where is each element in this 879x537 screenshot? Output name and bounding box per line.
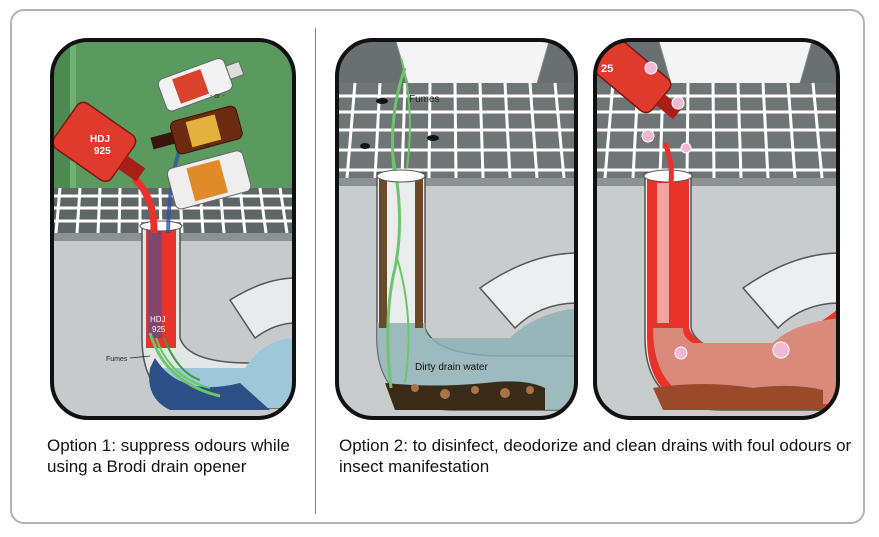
- u-pipe: [141, 222, 294, 409]
- panel-option2-treated: 25: [593, 38, 840, 420]
- panel-option2-dirty: Fumes Dirty drain water: [335, 38, 578, 420]
- bottle-label-bottom: 925: [94, 146, 111, 157]
- bottle-label: 25: [601, 63, 613, 75]
- hdj-bottle: [52, 101, 146, 183]
- or-label-1: - or -: [210, 93, 225, 100]
- option2-caption: Option 2: to disinfect, deodorize and cl…: [339, 436, 852, 476]
- or-label-2: - or -: [200, 143, 215, 150]
- tile-grid: [337, 82, 576, 179]
- dirty-water-label: Dirty drain water: [415, 362, 488, 373]
- liquor-bottle: [150, 105, 243, 155]
- panel-option1: HDJ 925 - or - - or - HDJ 925 Fumes: [50, 38, 296, 420]
- fly-icon: [360, 98, 439, 149]
- bottle-label-top: HDJ: [90, 134, 110, 145]
- fumes-label: Fumes: [106, 356, 128, 363]
- section-divider: [315, 28, 316, 514]
- spray-bottle-2: [166, 150, 252, 210]
- option1-caption: Option 1: suppress odours while using a …: [47, 436, 290, 476]
- flower-icon: [641, 61, 790, 360]
- spray-bottle-1: [157, 57, 245, 112]
- fumes-label: Fumes: [409, 94, 440, 105]
- pipe-label-bottom: 925: [152, 325, 166, 334]
- pipe-label-top: HDJ: [150, 315, 166, 324]
